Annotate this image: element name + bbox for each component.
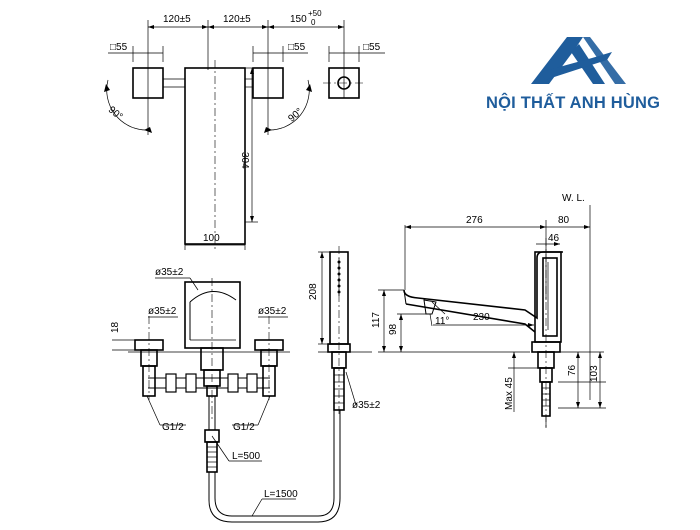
dim-sq-left: □55 (110, 42, 128, 53)
dim-rear-offset: 80 (558, 215, 570, 226)
angle-right: 90° (286, 106, 305, 124)
dim-spacing-right-tol-upper: +50 (308, 9, 322, 18)
dim-height-outlet: 98 (388, 323, 399, 335)
dim-sq-mid: □55 (288, 42, 306, 53)
hose-short: L=500 (232, 451, 261, 462)
water-level: W. L. (562, 193, 585, 204)
brand-logo (531, 37, 626, 84)
dim-below-deck: 76 (567, 364, 578, 376)
dim-spacing-mid: 120±5 (223, 14, 251, 25)
max-thickness: Max 45 (504, 377, 515, 410)
dia-spout: ø35±2 (155, 267, 184, 278)
dim-shower-length: 208 (308, 283, 319, 300)
dia-left: ø35±2 (148, 306, 177, 317)
side-view: W. L. 276 80 46 11° 230 (371, 193, 606, 430)
top-view: 120±5 120±5 150 +50 0 □55 □55 □55 (104, 9, 385, 252)
dim-sq-right: □55 (363, 42, 381, 53)
brand-name: NỘI THẤT ANH HÙNG (486, 94, 661, 112)
dim-spacing-right: 150 (290, 14, 307, 25)
dim-reach: 276 (466, 215, 483, 226)
thread-right: G1/2 (233, 422, 255, 433)
dim-body-height: 304 (239, 152, 250, 169)
hose-long: L=1500 (264, 489, 298, 500)
dim-deck-offset: 18 (110, 321, 121, 333)
front-view: ø35±2 ø35±2 18 ø35±2 G1/2 (110, 246, 381, 523)
dim-body-width: 100 (203, 233, 220, 244)
dim-height-total: 117 (371, 312, 382, 328)
dia-right: ø35±2 (258, 306, 287, 317)
dia-shower: ø35±2 (352, 400, 381, 411)
dim-spacing-left: 120±5 (163, 14, 191, 25)
dim-spacing-right-tol-lower: 0 (311, 18, 316, 27)
angle-left: 90° (106, 105, 125, 123)
dim-below-total: 103 (589, 365, 600, 382)
brand-mark-icon (531, 37, 626, 84)
dim-outlet-reach: 230 (473, 312, 490, 323)
dim-rear-inner: 46 (548, 233, 560, 244)
thread-left: G1/2 (162, 422, 184, 433)
outlet-angle: 11° (435, 316, 449, 327)
